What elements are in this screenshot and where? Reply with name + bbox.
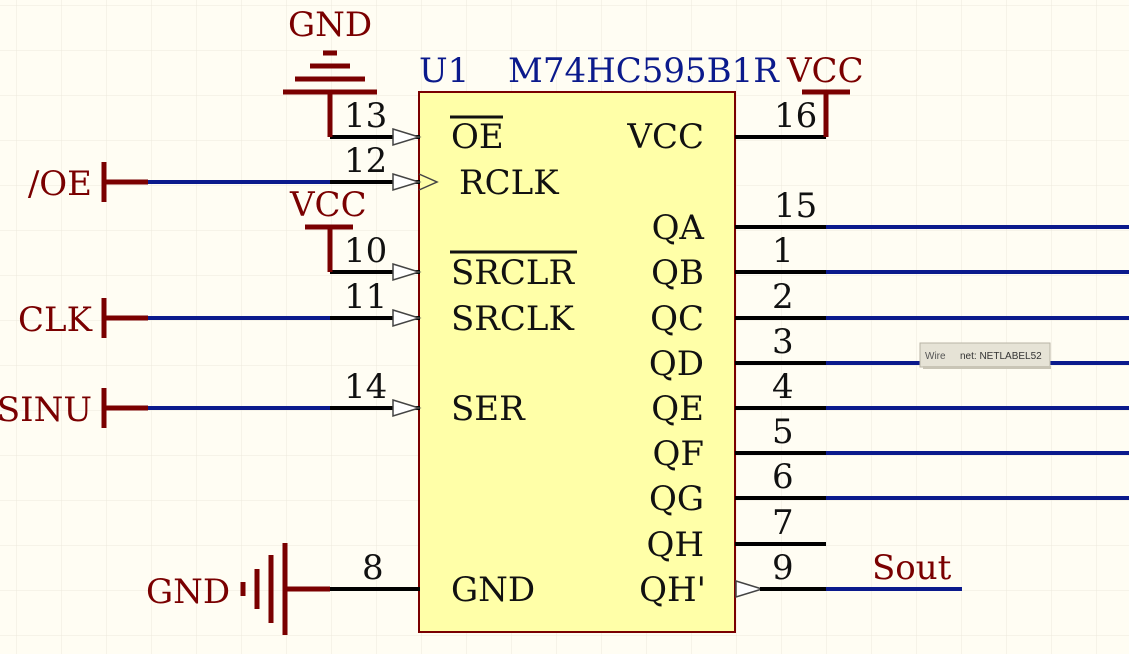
pin-number: 11 xyxy=(344,277,387,317)
pin-number: 5 xyxy=(772,412,794,452)
pin-name: VCC xyxy=(626,117,704,157)
pin-arrows xyxy=(392,127,765,599)
pin-number: 13 xyxy=(344,96,387,136)
pin-name: QA xyxy=(652,208,705,248)
wire-tooltip: Wire net: NETLABEL52 xyxy=(919,342,1051,369)
gnd-label-top: GND xyxy=(288,5,372,45)
pin-name: OE xyxy=(451,117,504,157)
gnd-symbol-top xyxy=(283,50,377,137)
port-symbols xyxy=(101,162,148,428)
designator-label: U1 xyxy=(419,51,469,91)
pin-number: 8 xyxy=(362,548,384,588)
u1-body[interactable] xyxy=(418,91,736,633)
part-label: M74HC595B1R xyxy=(508,51,780,91)
pin-name: QB xyxy=(651,253,704,293)
pin-number: 15 xyxy=(774,186,817,226)
pin-name: SRCLK xyxy=(451,299,574,339)
pin-name: QF xyxy=(653,434,704,474)
pin-name: QH' xyxy=(639,570,706,610)
port-label-sinu[interactable]: SINU xyxy=(0,390,92,430)
pin-name: SER xyxy=(451,389,526,429)
pin-name: QG xyxy=(649,479,704,519)
pin-name: QH xyxy=(646,525,704,565)
pin-number: 16 xyxy=(774,96,817,136)
vcc-label-mid: VCC xyxy=(289,185,367,225)
pin-number: 3 xyxy=(772,322,794,362)
pin-name: QE xyxy=(651,389,704,429)
vcc-label-right: VCC xyxy=(786,51,864,91)
pin-number: 12 xyxy=(344,141,387,181)
right-pin-lines xyxy=(735,135,826,591)
tooltip-net: net: NETLABEL52 xyxy=(960,351,1042,362)
gnd-symbol-bottom xyxy=(240,543,330,635)
vcc-symbol-right xyxy=(802,89,850,137)
pin-name: RCLK xyxy=(459,163,559,203)
pin-name: QC xyxy=(650,299,704,339)
tooltip-kind: Wire xyxy=(925,351,946,362)
pin-number: 6 xyxy=(772,457,794,497)
pin-number: 4 xyxy=(772,367,794,407)
pin-number: 2 xyxy=(772,277,794,317)
pin-number: 10 xyxy=(344,231,387,271)
net-label-sout[interactable]: Sout xyxy=(872,548,952,588)
pin-name: GND xyxy=(451,570,535,610)
port-label-clk[interactable]: CLK xyxy=(18,300,93,340)
pin-name: SRCLR xyxy=(451,253,575,293)
pin-name: QD xyxy=(649,344,704,384)
pin-number: 1 xyxy=(772,231,794,271)
gnd-label-bottom: GND xyxy=(146,572,230,612)
pin-number: 14 xyxy=(344,367,387,407)
pin-number: 9 xyxy=(772,548,794,588)
vcc-symbol-mid xyxy=(305,224,353,272)
port-label-oe[interactable]: /OE xyxy=(28,164,92,204)
pin-number: 7 xyxy=(772,503,794,543)
